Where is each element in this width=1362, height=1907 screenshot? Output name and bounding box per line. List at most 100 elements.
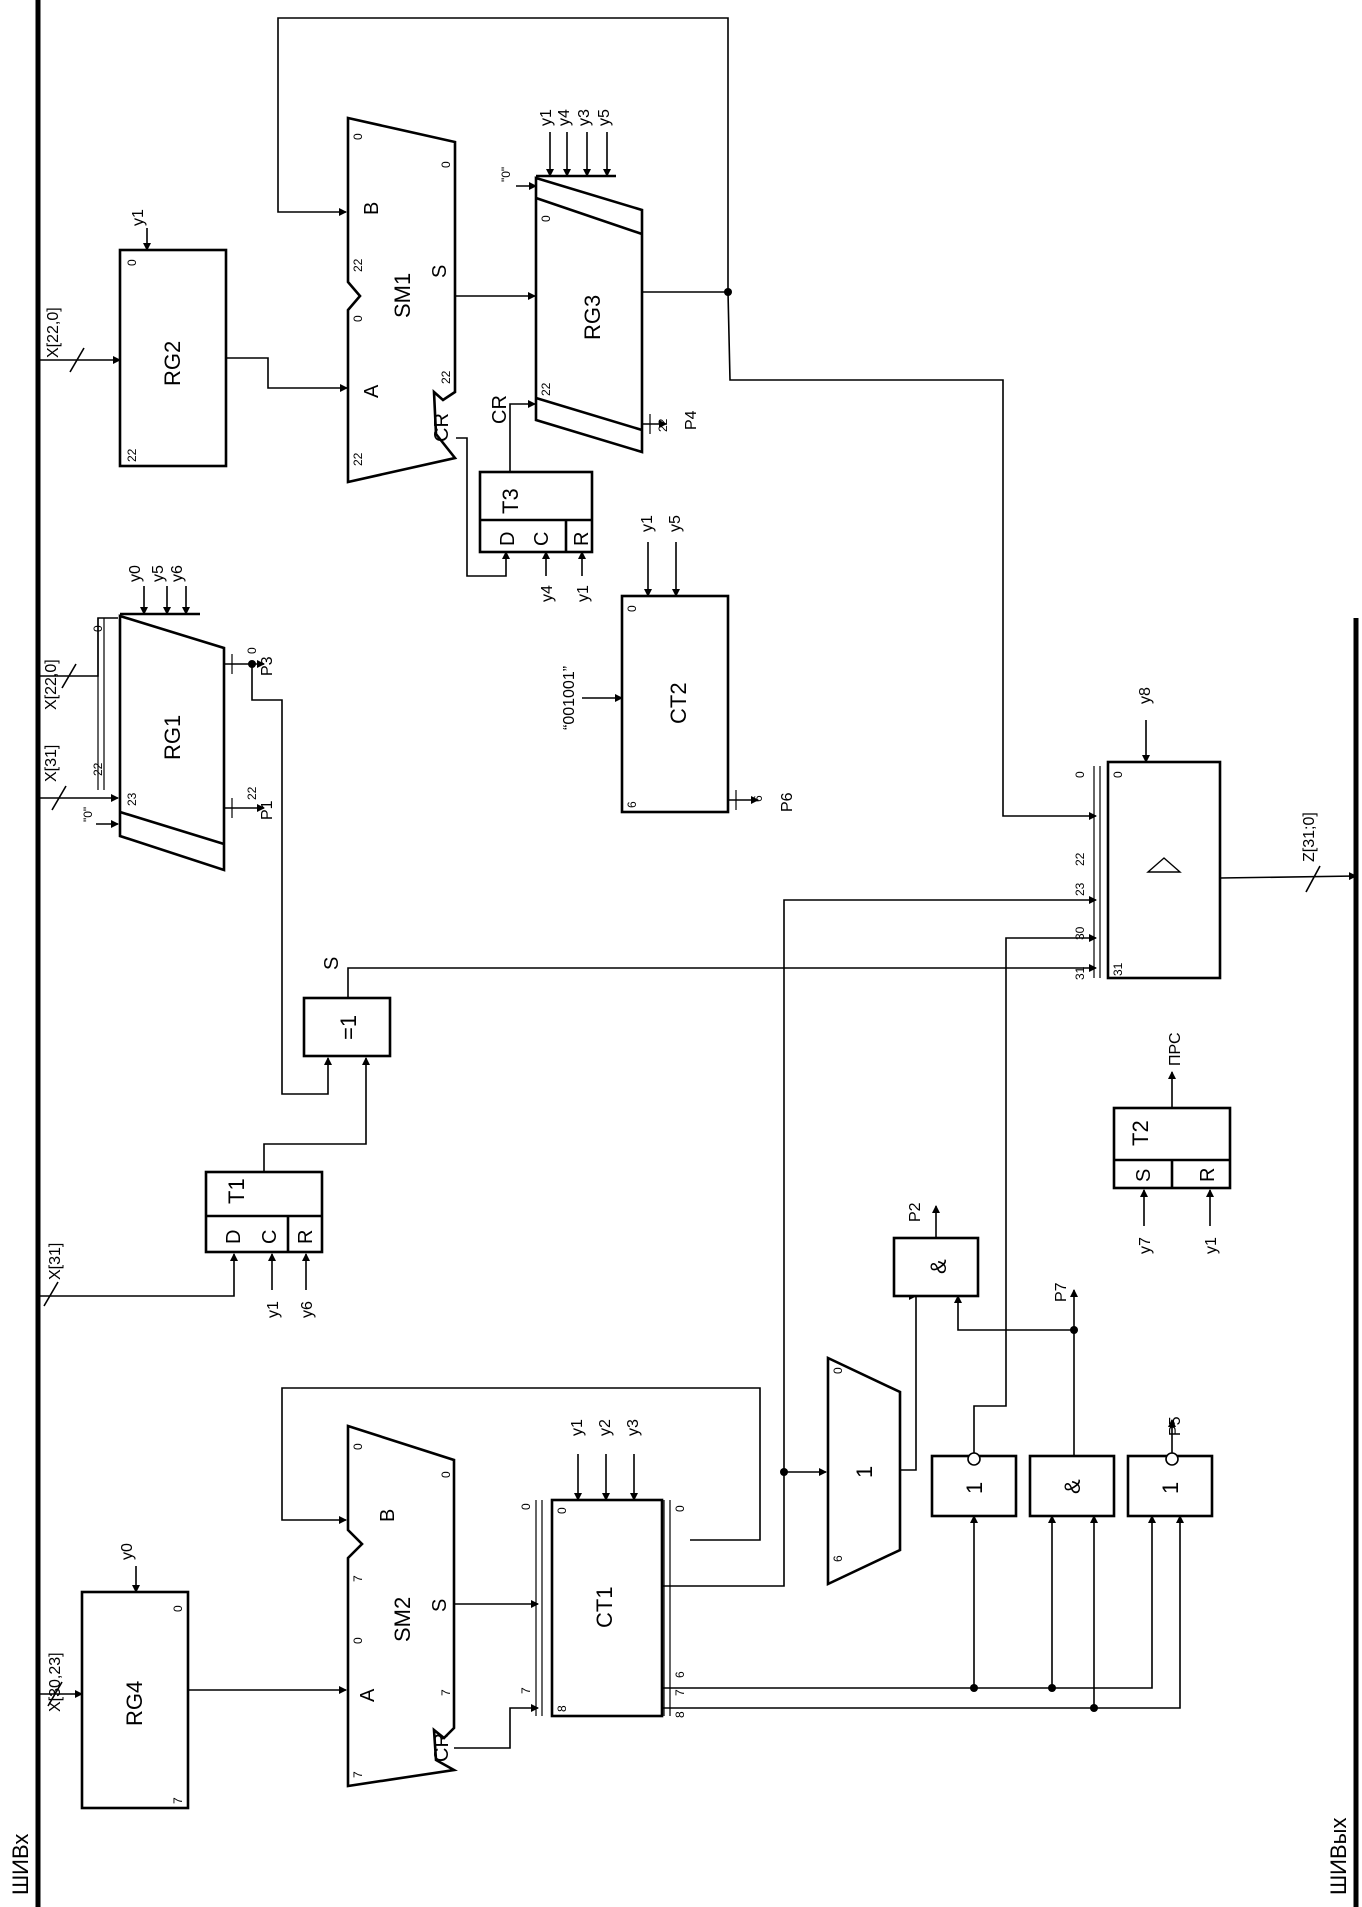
rg1-p1-label: P1 [259, 800, 276, 820]
t2-label: T2 [1128, 1120, 1153, 1146]
t2-port-r: R [1197, 1168, 1219, 1182]
and-bot-label: & [1060, 1479, 1085, 1494]
rg3-y4-label: y4 [556, 109, 573, 126]
sm1-port-cr: CR [431, 413, 453, 442]
ct1-y1-label: y1 [569, 1419, 586, 1436]
rg3-p4-label: P4 [683, 410, 700, 430]
ct1-block [550, 1498, 664, 1718]
or-mux-pin-6: 6 [831, 1555, 845, 1562]
rg1-p3-bit: 0 [245, 647, 259, 654]
or-mux-label: 1 [852, 1466, 877, 1478]
sm1-port-a: A [361, 384, 383, 398]
t3-label: T3 [498, 488, 523, 514]
mux-to-and [900, 1295, 920, 1471]
sm1-pin-22b: 22 [351, 452, 365, 466]
rg4-y0-label: y0 [119, 1543, 136, 1560]
and-top-p2-label: P2 [907, 1202, 924, 1222]
sm2-port-a: A [357, 1688, 379, 1702]
ct2-p6-label: P6 [779, 792, 796, 812]
t2-y1-label: y1 [1203, 1237, 1220, 1254]
rg4-label: RG4 [122, 1681, 147, 1726]
sm1-pin-22c: 22 [439, 370, 453, 384]
out-y8-label: y8 [1137, 687, 1154, 704]
t1-y6-label: y6 [299, 1301, 316, 1318]
ct1-y2-label: y2 [597, 1419, 614, 1436]
or1-to-z30 [973, 934, 1097, 1453]
t1-y1-label: y1 [265, 1301, 282, 1318]
rg2-pin-22: 22 [125, 448, 139, 462]
or2-label: 1 [1158, 1482, 1183, 1494]
input-bus-label: ШИВх [8, 1834, 33, 1895]
and-top-label: & [926, 1259, 951, 1274]
rg2-x-label: X[22,0] [45, 307, 62, 358]
ct2-block [620, 594, 730, 814]
or-mux-block [826, 1355, 902, 1587]
out-in-22: 22 [1073, 852, 1087, 866]
ct1-bit8-wire [662, 1515, 1184, 1709]
t2-y7-label: y7 [1137, 1237, 1154, 1254]
ct2-const-label: “001001” [561, 666, 578, 730]
t3-y4-label: y4 [539, 585, 556, 602]
sm2-label: SM2 [390, 1597, 415, 1642]
or1-label: 1 [962, 1482, 987, 1494]
rg1-zero-label: "0" [81, 807, 95, 822]
t1-block [204, 1170, 324, 1254]
sm1-pin-0c: 0 [439, 161, 453, 168]
out-in-23: 23 [1073, 882, 1087, 896]
rg1-y0-label: y0 [127, 565, 144, 582]
ct1-out-6: 6 [673, 1671, 687, 1678]
out-pin-0: 0 [1111, 771, 1125, 778]
rg3-top-band [535, 196, 643, 236]
ct1-pin-0: 0 [555, 1507, 569, 1514]
rg3-y3-label: y3 [576, 109, 593, 126]
rg3-pin-0: 0 [539, 215, 553, 222]
ct1-in-0: 0 [519, 1503, 533, 1510]
t3-block [478, 470, 594, 554]
sm1-cr-to-t3 [456, 437, 510, 577]
rg1-bottom-band [119, 810, 225, 846]
sm2-block [346, 1424, 458, 1788]
t3-port-r: R [571, 532, 593, 546]
xor-label: =1 [336, 1015, 361, 1040]
t3-y1-label: y1 [575, 585, 592, 602]
sm2-port-s: S [429, 1599, 451, 1612]
rg3-zero-label: "0" [499, 167, 513, 182]
sm1-block [346, 116, 458, 484]
ct1-y3-label: y3 [625, 1419, 642, 1436]
t3-to-rg3 [509, 400, 536, 472]
rg1-x22-slash [61, 663, 77, 689]
ct1-bit7-wire [662, 1515, 1156, 1689]
rg1-label: RG1 [160, 715, 185, 760]
t1-port-c: C [259, 1230, 281, 1244]
rg1-p3-label: P3 [259, 656, 276, 676]
sm1-pin-0b: 0 [351, 315, 365, 322]
sm1-label: SM1 [390, 273, 415, 318]
ct2-p6-bit: 6 [751, 795, 765, 802]
sm1-port-b: B [361, 202, 383, 215]
bit7-junction-a [970, 1684, 978, 1692]
rg3-out [277, 17, 729, 293]
sm2-pin-0a: 0 [351, 1443, 365, 1450]
rg2-pin-0: 0 [125, 259, 139, 266]
sm1-pin-0a: 0 [351, 133, 365, 140]
t1-x31-wire [38, 1253, 238, 1297]
and-top-block [892, 1236, 980, 1298]
sm1-pin-22a: 22 [351, 258, 365, 272]
t1-to-xor [263, 1057, 370, 1172]
ct1-mux-junction [780, 1468, 788, 1476]
t2-port-s: S [1133, 1169, 1155, 1182]
rg1-pin-23: 23 [125, 792, 139, 806]
output-bus-label: ШИВых [1326, 1818, 1351, 1895]
rg4-x-slash [47, 1681, 63, 1707]
or1-inverter [967, 1452, 981, 1466]
rg3-y1-label: y1 [538, 109, 555, 126]
t1-port-d: D [223, 1230, 245, 1244]
out-buffer-icon [1146, 857, 1182, 873]
out-z-wire [1219, 872, 1357, 881]
rg1-y6-label: y6 [169, 565, 186, 582]
rg3-cr-label: CR [489, 395, 511, 424]
p7-junction [1070, 1326, 1078, 1334]
ct2-y1-label: y1 [639, 515, 656, 532]
bit7-junction-b [1048, 1684, 1056, 1692]
out-block [1106, 760, 1222, 980]
